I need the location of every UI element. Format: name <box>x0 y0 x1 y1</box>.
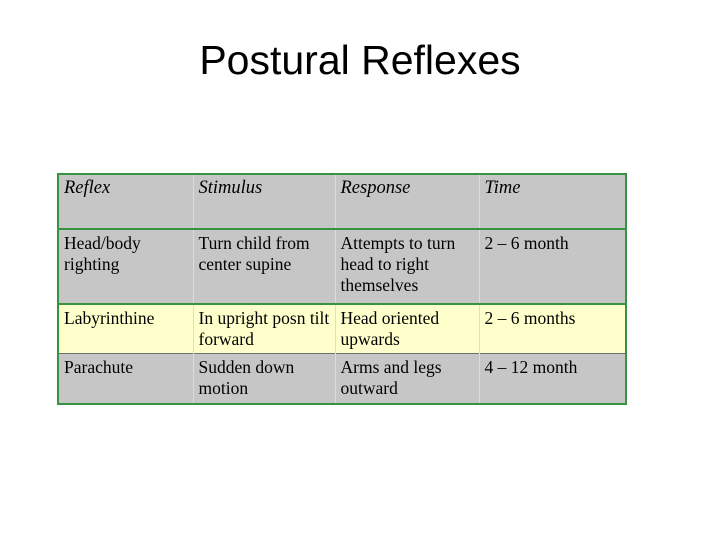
table-header: Reflex Stimulus Response Time <box>58 174 626 229</box>
cell-response: Arms and legs outward <box>335 353 480 404</box>
cell-stimulus: Turn child from center supine <box>193 229 336 304</box>
cell-reflex: Head/body righting <box>58 229 194 304</box>
column-header-time: Time <box>479 174 626 229</box>
column-header-stimulus: Stimulus <box>193 174 336 229</box>
column-header-reflex: Reflex <box>58 174 194 229</box>
cell-time: 2 – 6 month <box>484 233 569 253</box>
page-title: Postural Reflexes <box>199 37 521 83</box>
postural-reflexes-table: Reflex Stimulus Response Time Head/body … <box>57 173 627 405</box>
cell-stimulus: In upright posn tilt forward <box>193 304 336 354</box>
table-header-row: Reflex Stimulus Response Time <box>58 174 626 229</box>
cell-time: 2 – 6 months <box>479 304 626 354</box>
cell-reflex: Parachute <box>58 353 194 404</box>
cell-stimulus: Sudden down motion <box>193 353 336 404</box>
table-row: Head/body righting Turn child from cente… <box>58 229 626 304</box>
table-row-highlighted: Labyrinthine In upright posn tilt forwar… <box>58 304 626 354</box>
table-body: Head/body righting Turn child from cente… <box>58 229 626 404</box>
cell-response: Attempts to turn head to right themselve… <box>335 229 480 304</box>
column-header-response: Response <box>335 174 480 229</box>
cell-reflex: Labyrinthine <box>58 304 194 354</box>
cell-time: 4 – 12 month <box>484 357 578 377</box>
cell-response: Head oriented upwards <box>335 304 480 354</box>
postural-reflexes-table-container: Reflex Stimulus Response Time Head/body … <box>57 173 627 405</box>
table-row: Parachute Sudden down motion Arms and le… <box>58 353 626 404</box>
